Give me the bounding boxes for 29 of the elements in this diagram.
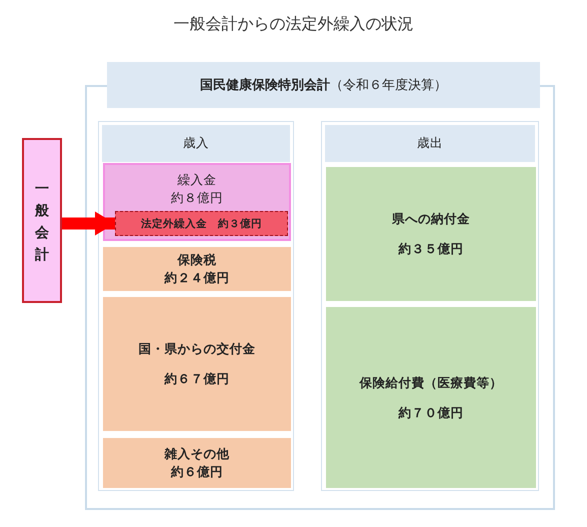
highlight-box xyxy=(115,211,288,236)
account-box xyxy=(22,138,62,303)
panel-header: 国民健康保険特別会計（令和６年度決算） xyxy=(107,62,540,108)
arrow xyxy=(62,212,115,236)
item-label: 一般会計 xyxy=(34,178,50,264)
column-panel xyxy=(98,121,294,491)
diagram-title: 一般会計からの法定外繰入の状況 xyxy=(172,14,414,35)
column-panel xyxy=(321,121,539,491)
expenditure-box xyxy=(326,164,536,301)
item-label: 雑入その他 xyxy=(164,446,230,463)
column-header: 歳出 xyxy=(325,125,535,162)
amount-label: 約３５億円 xyxy=(398,241,464,258)
amount-label: 約６億円 xyxy=(171,464,223,481)
amount-label: 約８億円 xyxy=(171,190,223,207)
item-label: 保険給付費（医療費等） xyxy=(360,374,502,392)
amount-label: 約２４億円 xyxy=(164,270,230,287)
item-label: 繰入金 xyxy=(178,172,216,189)
item-label: 保険税 xyxy=(178,252,216,269)
transfer-box xyxy=(103,163,291,241)
item-label: 県への納付金 xyxy=(392,211,470,228)
item-label: 法定外繰入金 約３億円 xyxy=(141,216,262,230)
column-header: 歳入 xyxy=(102,125,290,162)
amount-label: 約７０億円 xyxy=(398,404,464,422)
item-label: 国・県からの交付金 xyxy=(138,341,256,358)
revenue-box xyxy=(103,435,291,488)
revenue-box xyxy=(103,244,291,291)
expenditure-box xyxy=(326,304,536,488)
revenue-box xyxy=(103,294,291,431)
amount-label: 約６７億円 xyxy=(164,371,230,388)
